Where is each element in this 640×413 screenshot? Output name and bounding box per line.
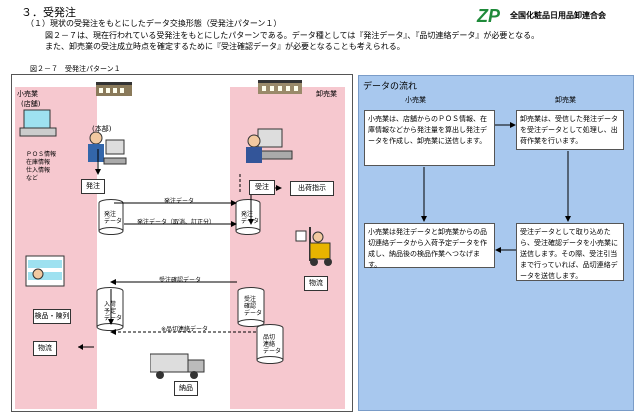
zp-logo-icon: ZP xyxy=(476,6,501,26)
flow-step-3: 受注データとして取り込めたら、受注確認データを小売業に送信します。その際、受注引… xyxy=(516,223,624,281)
store-label: (店舗) xyxy=(21,100,41,108)
order-data-cylinder-left-label: 発注 データ xyxy=(104,211,123,225)
flow-wholesaler-heading: 卸売業 xyxy=(555,96,576,104)
hq-label: (本部) xyxy=(92,125,112,133)
stockout-data-cylinder-label: 品切 連絡 データ xyxy=(263,334,282,355)
wholesale-building-icon xyxy=(258,80,302,94)
flow-step-4: 小売業は発注データと卸売業からの品切連絡データから入荷予定データを作成し、納品後… xyxy=(364,223,495,269)
stockout-data-cylinder xyxy=(256,324,284,364)
arrow-label-stockout: ※品切連絡データ xyxy=(161,326,209,333)
paragraph-line-3: また、卸売業の受注成立時点を確定するために『受注確認データ』が必要となることも考… xyxy=(45,42,405,51)
wholesale-operator-icon xyxy=(246,128,293,163)
pos-info-list: ＰＯＳ情報 在庫情報 仕入情報 など xyxy=(26,151,56,183)
logistics-box-right: 物流 xyxy=(304,276,328,291)
paragraph-line-1: （１）現状の受発注をもとにしたデータ交換形態（受発注パターン１） xyxy=(26,19,282,28)
flow-step-2: 卸売業は、受信した発注データを受注データとして処理し、出荷作業を行います。 xyxy=(516,110,624,150)
forklift-icon xyxy=(295,227,332,266)
figure-label: 図２－７ 受発注パターン１ xyxy=(30,65,121,73)
flow-step-3-text: 受注データとして取り込めたら、受注確認データを小売業に送信します。その際、受注引… xyxy=(520,228,618,280)
logistics-box-left: 物流 xyxy=(33,341,57,356)
arrow-label-order-data: 発注データ xyxy=(164,198,195,205)
receive-order-box: 受注 xyxy=(249,180,275,195)
inspection-display-box: 検品・陳列 xyxy=(33,309,71,324)
paragraph-line-2: 図２－７は、現在行われている受発注をもとにしたパターンである。データ種としては『… xyxy=(45,31,540,40)
flow-arrows xyxy=(421,122,571,253)
flow-step-4-text: 小売業は発注データと卸売業からの品切連絡データから入荷予定データを作成し、納品後… xyxy=(368,228,487,269)
logo-text: 全国化粧品日用品卸連合会 xyxy=(510,11,606,20)
store-computer-icon xyxy=(19,109,57,137)
order-data-cylinder-right xyxy=(235,199,261,235)
pos-info-item: 在庫情報 xyxy=(26,159,51,166)
delivery-truck-icon xyxy=(150,353,205,379)
data-flow-title: データの流れ xyxy=(363,82,418,92)
flow-retailer-heading: 小売業 xyxy=(405,96,426,104)
logistics-arrow-icon xyxy=(78,344,94,350)
retailer-label: 小売業 xyxy=(17,90,38,98)
pos-info-item: など xyxy=(26,175,39,182)
wholesaler-label: 卸売業 xyxy=(316,90,337,98)
section-heading: ３．受発注 xyxy=(21,6,76,19)
flow-step-1: 小売業は、店舗からのＰＯＳ情報、在庫情報などから発注量を算出し発注データを作成し… xyxy=(364,110,495,166)
flow-step-1-text: 小売業は、店舗からのＰＯＳ情報、在庫情報などから発注量を算出し発注データを作成し… xyxy=(368,115,487,145)
svg-text:ZP: ZP xyxy=(476,6,501,26)
arrival-data-cylinder-label: 入荷 予定 データ xyxy=(104,301,123,322)
order-box: 発注 xyxy=(81,179,105,194)
flow-step-2-text: 卸売業は、受信した発注データを受注データとして処理し、出荷作業を行います。 xyxy=(520,115,618,145)
shipping-instruction-box: 出荷指示 xyxy=(290,181,334,196)
inspection-person-icon xyxy=(25,255,65,287)
delivery-box: 納品 xyxy=(174,381,198,396)
order-data-cylinder-left xyxy=(98,199,124,235)
pos-info-item: 仕入情報 xyxy=(26,167,51,174)
retail-building-icon xyxy=(96,82,132,96)
arrow-label-order-data-cancel: 発注データ（取消、訂正分） xyxy=(137,219,216,226)
arrow-label-confirm: 受注確認データ xyxy=(159,277,202,284)
confirm-data-cylinder xyxy=(237,287,265,327)
confirm-data-cylinder-label: 受注 確認 データ xyxy=(244,296,263,317)
organization-logo: ZP 全国化粧品日用品卸連合会 xyxy=(476,4,634,26)
pos-info-item: ＰＯＳ情報 xyxy=(26,151,57,158)
hq-operator-icon xyxy=(88,131,127,165)
